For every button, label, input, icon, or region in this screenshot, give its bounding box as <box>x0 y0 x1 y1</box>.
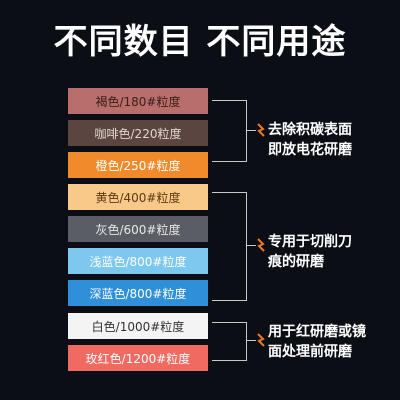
bracket-group-3 <box>212 322 247 361</box>
bracket-tick <box>246 130 256 131</box>
grit-bar-dark-blue: 深蓝色/800#粒度 <box>68 280 208 306</box>
grit-bar-rose: 玫红色/1200#粒度 <box>68 345 208 371</box>
bracket-group-2 <box>212 192 247 301</box>
page-title: 不同数目 不同用途 <box>53 22 347 62</box>
grit-label: 玫红色/1200#粒度 <box>85 351 191 366</box>
grit-bar-yellow: 黄色/400#粒度 <box>68 184 208 210</box>
group-3-description: 用于红研磨或镜 面处理前研磨 <box>268 324 366 360</box>
grit-label: 黄色/400#粒度 <box>95 190 181 205</box>
grit-label: 咖啡色/220粒度 <box>94 126 182 141</box>
bracket-tick <box>246 245 256 246</box>
bracket-tick <box>246 340 256 341</box>
lightning-arrow-icon <box>257 333 265 347</box>
lightning-arrow-icon <box>257 238 265 252</box>
lightning-arrow-icon <box>257 123 265 137</box>
grit-bar-orange: 橙色/250#粒度 <box>68 152 208 178</box>
grit-label: 深蓝色/800#粒度 <box>89 286 187 301</box>
bracket-group-1 <box>212 100 247 162</box>
grit-label: 褐色/180#粒度 <box>95 94 181 109</box>
group-2-description: 专用于切削刀 痕的研磨 <box>268 234 352 270</box>
grit-label: 灰色/600#粒度 <box>95 222 181 237</box>
grit-bar-coffee: 咖啡色/220粒度 <box>68 120 208 146</box>
grit-label: 白色/1000#粒度 <box>91 319 185 334</box>
grit-label: 橙色/250#粒度 <box>95 158 181 173</box>
grit-bar-brown: 褐色/180#粒度 <box>68 88 208 114</box>
grit-bar-light-blue: 浅蓝色/800#粒度 <box>68 248 208 274</box>
group-1-description: 去除积碳表面 即放电花研磨 <box>268 122 352 158</box>
grit-label: 浅蓝色/800#粒度 <box>89 254 187 269</box>
grit-bar-gray: 灰色/600#粒度 <box>68 216 208 242</box>
grit-bar-white: 白色/1000#粒度 <box>68 313 208 339</box>
